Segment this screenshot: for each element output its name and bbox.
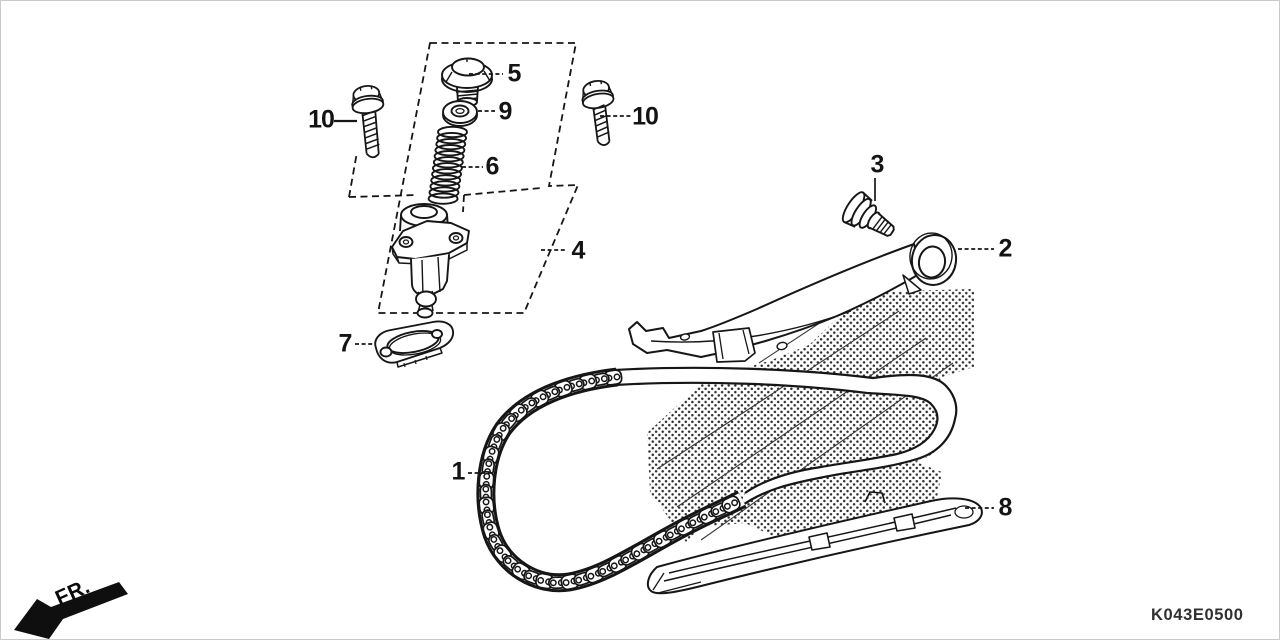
tensioner-body xyxy=(391,203,470,319)
sealing-plug xyxy=(841,191,895,237)
callout-label-10-right: 10 xyxy=(632,102,659,131)
diagram-code-label: K043E0500 xyxy=(1151,606,1244,624)
callout-label-10-left: 10 xyxy=(308,105,335,134)
sealing-washer xyxy=(442,100,478,127)
callout-label-5: 5 xyxy=(507,59,522,88)
callout-label-7: 7 xyxy=(338,329,353,358)
callout-label-3: 3 xyxy=(870,150,885,179)
callout-label-8: 8 xyxy=(998,493,1013,522)
callout-label-9: 9 xyxy=(498,97,513,126)
fr-direction-arrow xyxy=(14,582,128,639)
tensioner-assembly-box xyxy=(348,42,580,314)
flange-bolt-right xyxy=(581,79,615,146)
cam-chain-links xyxy=(476,367,747,593)
callout-label-6: 6 xyxy=(485,152,500,181)
callout-label-2: 2 xyxy=(998,234,1013,263)
sealing-bolt xyxy=(441,57,493,107)
tensioner-spring xyxy=(427,125,468,205)
tensioner-arm xyxy=(628,232,958,363)
chain-guide xyxy=(646,491,983,595)
tensioner-gasket xyxy=(374,320,455,368)
callout-label-1: 1 xyxy=(451,457,466,486)
leader-lines xyxy=(334,73,994,509)
flange-bolt-left xyxy=(351,85,385,159)
cam-chain-band xyxy=(614,366,958,508)
callout-label-4: 4 xyxy=(571,236,586,265)
